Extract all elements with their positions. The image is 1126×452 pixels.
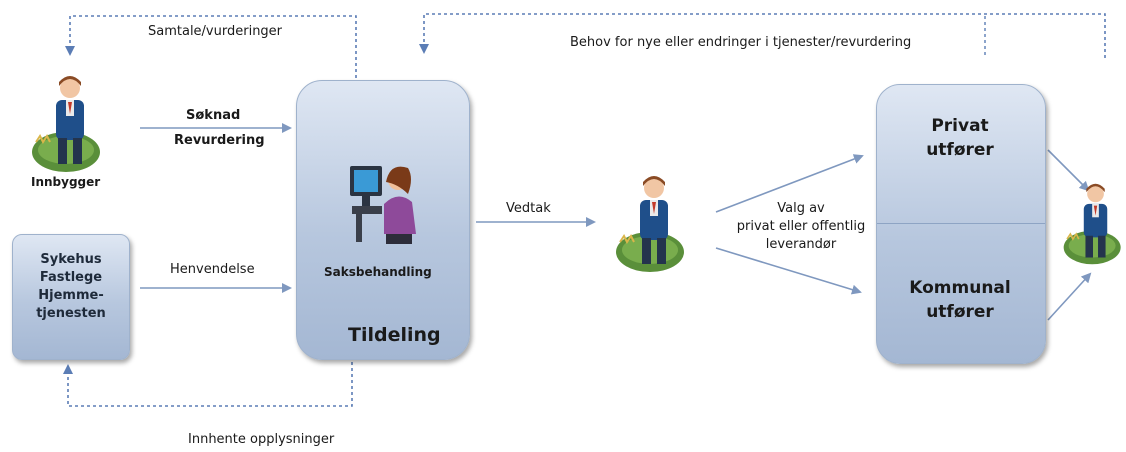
behov-feedback-connector — [419, 13, 1106, 58]
samtale-feedback-connector — [65, 15, 357, 78]
privat-to-citizen-arrow — [1047, 149, 1090, 192]
innbygger-figure — [32, 76, 100, 172]
utforer-box — [876, 84, 1046, 364]
privat-line-1: Privat — [931, 116, 989, 136]
case-worker-computer-figure — [350, 166, 416, 244]
kommunal-to-citizen-arrow — [1047, 272, 1092, 321]
privat-utforer-label: Privat utfører — [876, 114, 1044, 162]
to-privat-arrow — [715, 154, 864, 213]
innhente-feedback-connector — [63, 362, 353, 407]
tildeling-label: Tildeling — [348, 324, 441, 346]
fastlege-line: Fastlege — [39, 270, 103, 285]
valg-line-3: leverandør — [765, 237, 837, 252]
sykehus-box: Sykehus Fastlege Hjemme- tjenesten — [12, 234, 130, 360]
receiving-citizen-figure — [1063, 183, 1121, 265]
innhente-label: Innhente opplysninger — [188, 432, 335, 447]
valg-label: Valg av privat eller offentlig leverandø… — [726, 200, 876, 254]
sykehus-line: Sykehus — [40, 252, 102, 267]
utforer-divider — [877, 223, 1045, 224]
valg-line-1: Valg av — [777, 201, 825, 216]
revurdering-label: Revurdering — [174, 133, 265, 148]
tjenesten-line: tjenesten — [36, 306, 106, 321]
henvendelse-label: Henvendelse — [170, 262, 255, 277]
kommunal-line-2: utfører — [926, 302, 994, 322]
kommunal-line-1: Kommunal — [909, 278, 1011, 298]
saksbehandling-label: Saksbehandling — [324, 265, 432, 279]
samtale-label: Samtale/vurderinger — [148, 24, 283, 39]
vedtak-label: Vedtak — [506, 201, 551, 216]
tildeling-box — [296, 80, 470, 360]
kommunal-utforer-label: Kommunal utfører — [876, 276, 1044, 324]
innbygger-label: Innbygger — [31, 175, 101, 189]
to-kommunal-arrow — [715, 247, 862, 295]
hjemme-line: Hjemme- — [38, 288, 104, 303]
soknad-label: Søknad — [186, 108, 241, 123]
privat-line-2: utfører — [926, 140, 994, 160]
behov-label: Behov for nye eller endringer i tjeneste… — [570, 35, 912, 50]
valg-line-2: privat eller offentlig — [736, 219, 866, 234]
vedtak-citizen-figure — [616, 176, 684, 272]
